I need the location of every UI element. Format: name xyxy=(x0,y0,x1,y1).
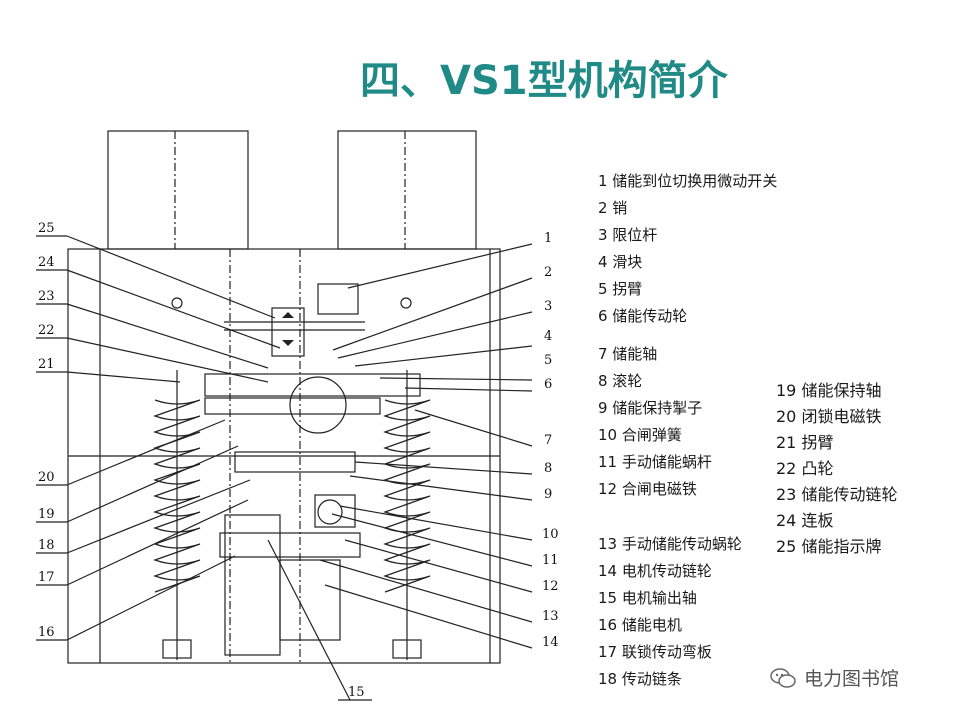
callout-1: 1 xyxy=(544,231,552,246)
energy-shaft xyxy=(204,373,421,397)
callout-9: 9 xyxy=(544,487,552,502)
legend-item: 23 储能传动链轮 xyxy=(776,485,898,504)
callout-11: 11 xyxy=(542,553,559,568)
motor-output-shaft xyxy=(219,532,361,558)
callout-3: 3 xyxy=(544,299,552,314)
legend-item: 10 合闸弹簧 xyxy=(598,426,682,444)
legend-item: 8 滚轮 xyxy=(598,372,643,390)
right-top-cylinder xyxy=(337,130,477,250)
legend-item: 17 联锁传动弯板 xyxy=(598,643,712,661)
legend-item: 21 拐臂 xyxy=(776,433,834,452)
callout-19: 19 xyxy=(38,507,55,522)
legend-item: 24 连板 xyxy=(776,511,834,530)
legend-item: 20 闭锁电磁铁 xyxy=(776,407,882,426)
callout-5: 5 xyxy=(544,353,552,368)
legend-item: 12 合闸电磁铁 xyxy=(598,480,697,498)
left-closing-spring xyxy=(153,370,201,660)
legend-column-3: 13 手动储能传动蜗轮 14 电机传动链轮 15 电机输出轴 16 储能电机 1… xyxy=(598,531,742,693)
legend-item: 11 手动储能蜗杆 xyxy=(598,453,712,471)
energy-indicator-plate xyxy=(271,307,305,357)
legend-column-2: 7 储能轴 8 滚轮 9 储能保持掣子 10 合闸弹簧 11 手动储能蜗杆 12… xyxy=(598,341,712,503)
callout-12: 12 xyxy=(542,579,559,594)
callout-18: 18 xyxy=(38,538,55,553)
microswitch xyxy=(317,283,359,315)
legend-item: 2 销 xyxy=(598,199,628,217)
callout-20: 20 xyxy=(38,470,55,485)
legend-item: 7 储能轴 xyxy=(598,345,658,363)
callout-22: 22 xyxy=(38,323,55,338)
callout-4: 4 xyxy=(544,329,552,344)
callout-24: 24 xyxy=(38,255,55,270)
callout-17: 17 xyxy=(38,570,55,585)
legend-item: 5 拐臂 xyxy=(598,280,643,298)
legend-item: 22 凸轮 xyxy=(776,459,834,478)
callout-7: 7 xyxy=(544,433,552,448)
legend-item: 19 储能保持轴 xyxy=(776,381,882,400)
callout-15: 15 xyxy=(348,685,365,700)
left-top-cylinder xyxy=(107,130,249,250)
watermark: 电力图书馆 xyxy=(770,664,899,691)
callout-10: 10 xyxy=(542,527,559,542)
legend-item: 18 传动链条 xyxy=(598,670,682,688)
legend-item: 15 电机输出轴 xyxy=(598,589,697,607)
legend-item: 13 手动储能传动蜗轮 xyxy=(598,535,742,553)
legend-column-1: 1 储能到位切换用微动开关 2 销 3 限位杆 4 滑块 5 拐臂 6 储能传动… xyxy=(598,168,777,330)
callout-13: 13 xyxy=(542,609,559,624)
legend-item: 25 储能指示牌 xyxy=(776,537,882,556)
right-closing-spring xyxy=(383,370,431,660)
legend-item: 14 电机传动链轮 xyxy=(598,562,712,580)
callout-23: 23 xyxy=(38,289,55,304)
transmission-wheel xyxy=(289,376,347,434)
page-title: 四、VS1型机构简介 xyxy=(360,58,728,104)
legend-item: 16 储能电机 xyxy=(598,616,682,634)
legend-item: 3 限位杆 xyxy=(598,226,658,244)
callout-14: 14 xyxy=(542,635,559,650)
legend-item: 4 滑块 xyxy=(598,253,643,271)
wechat-icon xyxy=(770,667,796,688)
energy-motor xyxy=(224,514,281,656)
legend-item: 1 储能到位切换用微动开关 xyxy=(598,172,778,190)
callout-25: 25 xyxy=(38,221,55,236)
callout-16: 16 xyxy=(38,625,55,640)
callout-21: 21 xyxy=(38,357,55,372)
legend-item: 6 储能传动轮 xyxy=(598,307,688,325)
callout-6: 6 xyxy=(544,377,552,392)
legend-item: 9 储能保持掣子 xyxy=(598,399,703,417)
callout-8: 8 xyxy=(544,461,552,476)
legend-column-4: 19 储能保持轴 20 闭锁电磁铁 21 拐臂 22 凸轮 23 储能传动链轮 … xyxy=(776,378,897,560)
watermark-text: 电力图书馆 xyxy=(804,668,900,690)
callout-2: 2 xyxy=(544,265,552,280)
